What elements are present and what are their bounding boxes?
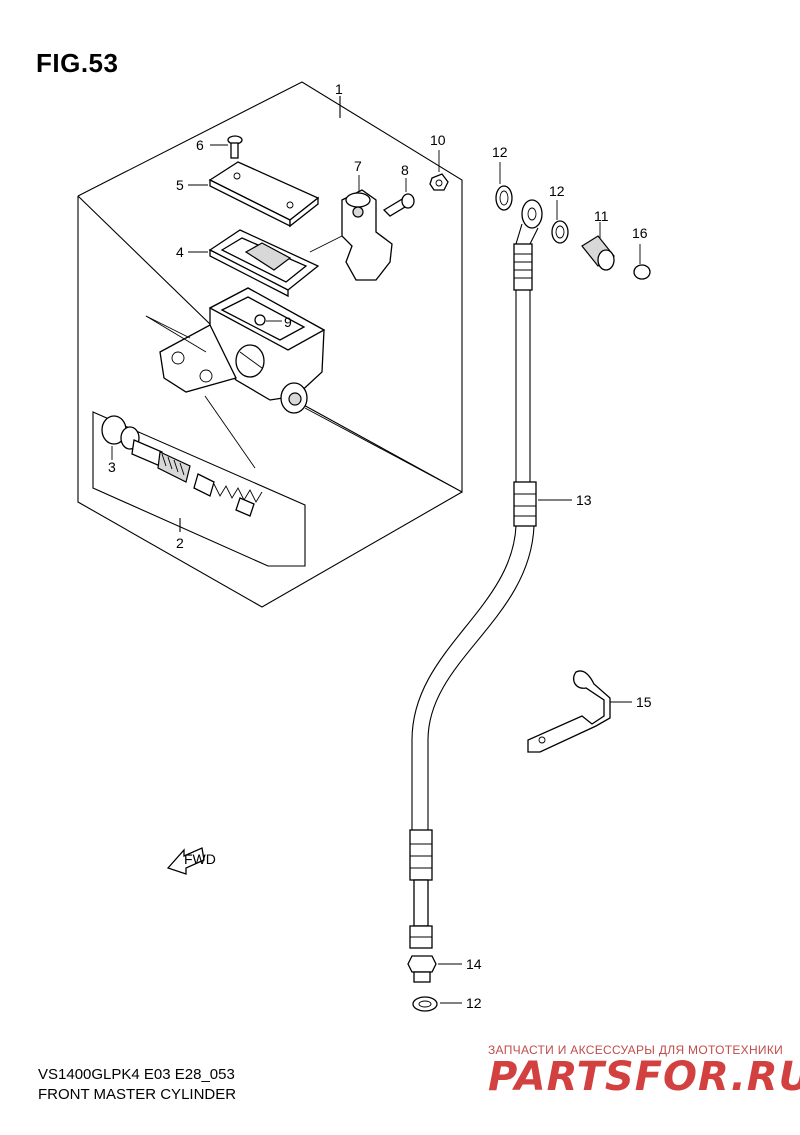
figure-title: FIG.53: [36, 48, 119, 78]
callout-14: 14: [466, 956, 482, 972]
part-14-fitting: [407, 955, 462, 983]
part-13-brake-hose: [409, 199, 572, 949]
callout-labels: 1 2 3 4 5 6 7 8 9 10 11 12 12 13 14 12 1…: [108, 81, 652, 1011]
callout-12-c: 12: [466, 995, 482, 1011]
callout-12-a: 12: [492, 144, 508, 160]
callout-15: 15: [636, 694, 652, 710]
piston-kit-boundary-2: [92, 411, 306, 567]
callout-13: 13: [576, 492, 592, 508]
callout-1: 1: [335, 81, 343, 97]
master-cylinder-body: [145, 287, 463, 493]
hose-mid-ferrule: [513, 481, 537, 527]
hose-lower-ferrule: [409, 829, 433, 949]
part-4-diaphragm: [188, 229, 320, 298]
part-5-reservoir-cap: [188, 161, 320, 228]
part-15-hose-clamp: [527, 670, 632, 753]
callout-9: 9: [284, 314, 292, 330]
model-code: VS1400GLPK4 E03 E28_053: [38, 1066, 235, 1083]
part-12-washer-lower: [412, 996, 462, 1012]
figure-name: FRONT MASTER CYLINDER: [38, 1086, 237, 1103]
watermark-subtitle: ЗАПЧАСТИ И АКСЕССУАРЫ ДЛЯ МОТОТЕХНИКИ: [488, 1043, 784, 1057]
callout-16: 16: [632, 225, 648, 241]
part-10-nut: [429, 150, 449, 191]
callout-7: 7: [354, 158, 362, 174]
callout-12-b: 12: [549, 183, 565, 199]
part-6-screw: [210, 135, 243, 159]
callout-3: 3: [108, 459, 116, 475]
callout-6: 6: [196, 137, 204, 153]
part-8-bolt: [382, 178, 415, 217]
fwd-label: FWD: [184, 851, 216, 867]
piston-spring-assembly: [131, 439, 263, 517]
part-12-washer-upper: [495, 162, 513, 211]
watermark-logo: PARTSFOR.RU: [488, 1054, 800, 1100]
callout-5: 5: [176, 177, 184, 193]
callout-10: 10: [430, 132, 446, 148]
callout-8: 8: [401, 162, 409, 178]
part-11-banjo-bolt: [581, 222, 615, 271]
callout-4: 4: [176, 244, 184, 260]
part-7-clamp-holder: [309, 175, 393, 281]
callout-11: 11: [594, 208, 609, 224]
part-12-washer-middle: [551, 200, 569, 244]
part-16-cap: [633, 244, 651, 280]
hose-upper-ferrule: [513, 243, 533, 291]
callout-2: 2: [176, 535, 184, 551]
forward-direction-arrow: FWD: [166, 847, 216, 875]
